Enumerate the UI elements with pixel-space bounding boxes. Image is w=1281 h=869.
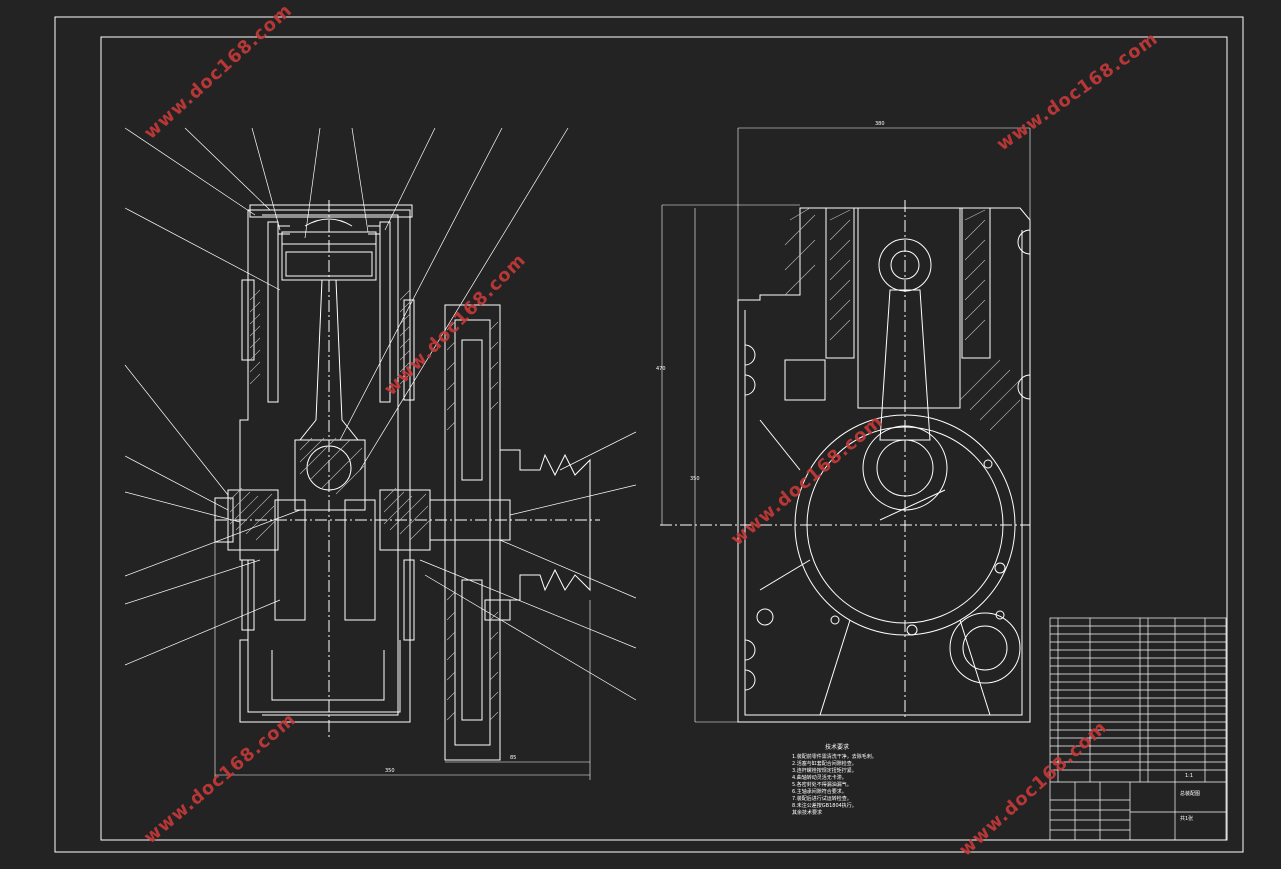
left-section-view — [214, 200, 600, 740]
note-item: 1.装配前零件需清洗干净，去除毛刺。 — [792, 754, 877, 760]
right-hatching — [784, 207, 1021, 431]
note-item: 3.连杆螺栓按规定扭矩拧紧。 — [792, 768, 857, 774]
dim-flywheel-width: 85 — [510, 755, 516, 761]
title-block — [1049, 617, 1227, 841]
drawing-name: 总装配图 — [1180, 791, 1201, 797]
drawing-sheet: 共1张 — [1180, 816, 1194, 822]
note-item: 4.曲轴转动灵活无卡滞。 — [792, 775, 847, 781]
note-item: 5.各密封处不得漏油漏气。 — [792, 782, 852, 788]
flywheel-pulley — [444, 304, 591, 761]
flywheel-hatching — [446, 321, 499, 721]
left-dimensions — [214, 520, 591, 780]
technical-notes: 技术要求 1.装配前零件需清洗干净，去除毛刺。 2.活塞与缸套配合间隙检查。 3… — [792, 744, 882, 817]
dim-right-width: 380 — [875, 121, 885, 127]
dim-right-height2: 350 — [690, 476, 700, 482]
right-front-view — [660, 200, 1031, 723]
note-item: 6.主轴承间隙符合要求。 — [792, 789, 847, 795]
notes-title: 技术要求 — [824, 744, 849, 751]
note-item: 8.未注公差按GB1804执行。 — [792, 803, 857, 809]
notes-footer: 其余技术要求 — [792, 810, 823, 816]
drawing-scale: 1:1 — [1185, 773, 1194, 779]
dim-left-width: 350 — [385, 768, 395, 774]
leader-lines — [124, 127, 637, 701]
dim-right-height: 470 — [656, 366, 666, 372]
left-hatching — [229, 289, 431, 541]
note-item: 2.活塞与缸套配合间隙检查。 — [792, 761, 857, 767]
note-item: 7.装配后进行试运转检查。 — [792, 796, 852, 802]
right-dimensions — [661, 127, 1031, 723]
drawing-frame — [54, 16, 1244, 853]
